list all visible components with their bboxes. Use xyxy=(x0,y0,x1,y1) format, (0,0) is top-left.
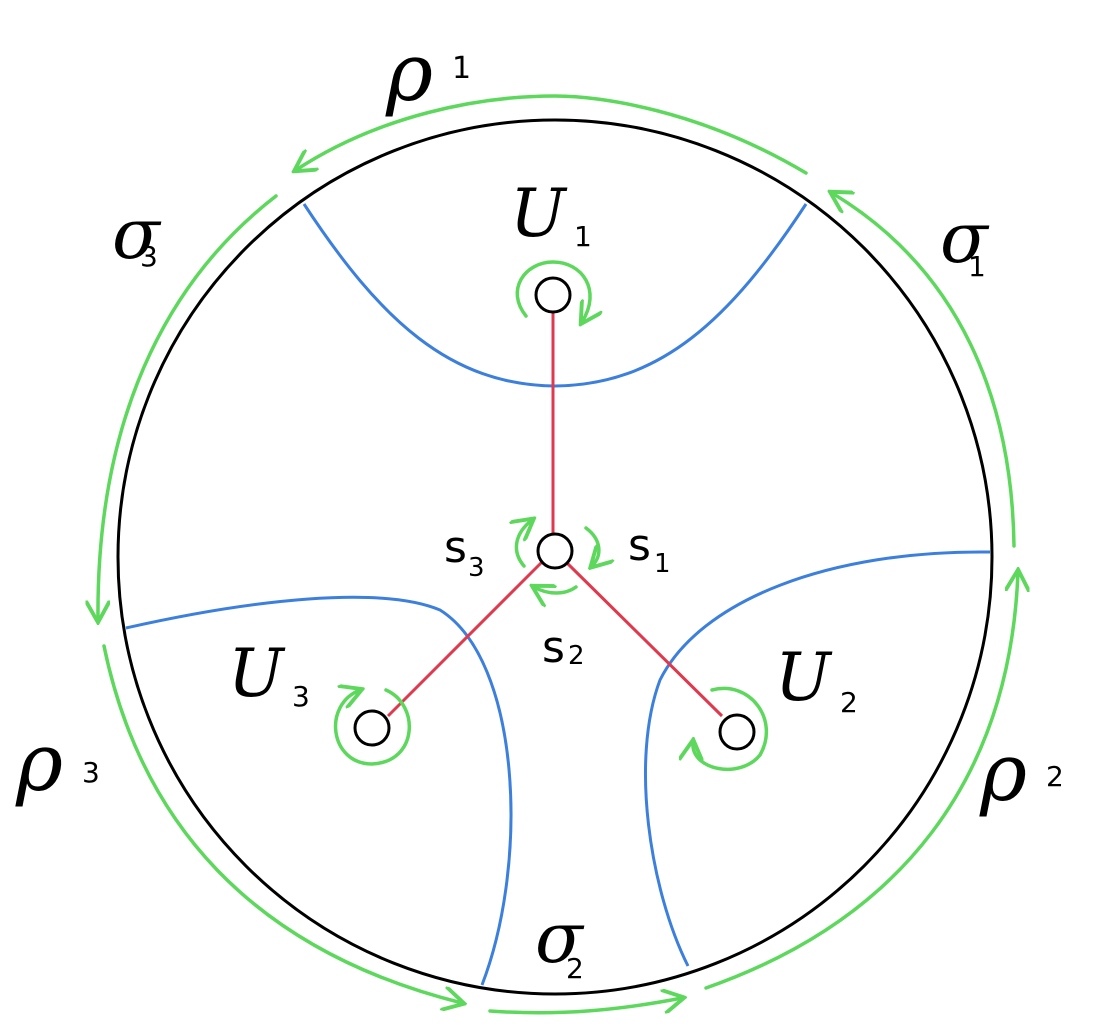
svg-text:σ: σ xyxy=(940,197,990,279)
loop-arrow-s2 xyxy=(534,587,578,593)
red-edge-2 xyxy=(564,560,724,718)
loop-arrow-u2 xyxy=(693,686,769,771)
svg-text:ρ: ρ xyxy=(15,716,63,809)
svg-text:1: 1 xyxy=(968,250,986,283)
svg-text:U: U xyxy=(228,635,286,712)
svg-text:U: U xyxy=(510,175,568,252)
label-u2: U 2 xyxy=(775,639,858,719)
svg-text:3: 3 xyxy=(82,756,100,789)
label-sigma3: σ 3 xyxy=(112,193,162,275)
red-edge-3 xyxy=(386,560,544,718)
loop-arrow-u3 xyxy=(333,690,411,766)
blue-curve-left xyxy=(125,595,513,986)
svg-text:ρ: ρ xyxy=(385,26,433,119)
arc-rho2 xyxy=(704,572,1018,990)
puncture-u2 xyxy=(718,713,756,751)
svg-text:s: s xyxy=(542,622,565,673)
svg-text:s: s xyxy=(628,520,651,571)
loop-arrow-s3 xyxy=(516,520,532,568)
arc-sigma3 xyxy=(98,194,278,620)
svg-text:2: 2 xyxy=(566,952,584,985)
label-s2: s 2 xyxy=(542,622,585,673)
arc-rho3 xyxy=(102,644,462,1003)
label-u3: U 3 xyxy=(228,635,310,713)
label-rho2: ρ 2 xyxy=(979,726,1064,819)
loop-arrow-s1 xyxy=(584,526,599,566)
label-sigma1: σ 1 xyxy=(940,197,990,283)
svg-text:3: 3 xyxy=(468,553,485,583)
blue-curve-top xyxy=(302,203,808,388)
label-sigma2: σ 2 xyxy=(535,897,585,985)
svg-text:3: 3 xyxy=(292,680,310,713)
puncture-u1 xyxy=(534,276,572,314)
svg-text:2: 2 xyxy=(840,686,858,719)
label-u1: U 1 xyxy=(510,175,592,253)
puncture-u3 xyxy=(353,709,391,747)
svg-text:3: 3 xyxy=(140,240,158,273)
label-rho1: ρ 1 xyxy=(385,26,471,119)
loop-arrow-u1 xyxy=(515,260,590,322)
svg-text:1: 1 xyxy=(574,220,592,253)
svg-text:σ: σ xyxy=(535,897,585,979)
svg-text:2: 2 xyxy=(1046,760,1064,793)
arc-sigma2 xyxy=(488,998,682,1015)
blue-curve-right xyxy=(643,550,991,967)
svg-text:s: s xyxy=(444,522,467,573)
svg-text:1: 1 xyxy=(654,549,671,579)
svg-text:2: 2 xyxy=(568,641,585,671)
arc-sigma1 xyxy=(832,193,1016,548)
boundary-circle xyxy=(116,118,994,996)
label-rho3: ρ 3 xyxy=(15,716,100,809)
svg-text:1: 1 xyxy=(452,51,471,86)
svg-text:ρ: ρ xyxy=(979,726,1027,819)
arc-rho1 xyxy=(296,94,808,175)
label-s3: s 3 xyxy=(444,522,485,583)
svg-text:U: U xyxy=(775,639,833,716)
label-s1: s 1 xyxy=(628,520,671,579)
svg-text:σ: σ xyxy=(112,193,162,275)
puncture-center xyxy=(536,532,574,570)
